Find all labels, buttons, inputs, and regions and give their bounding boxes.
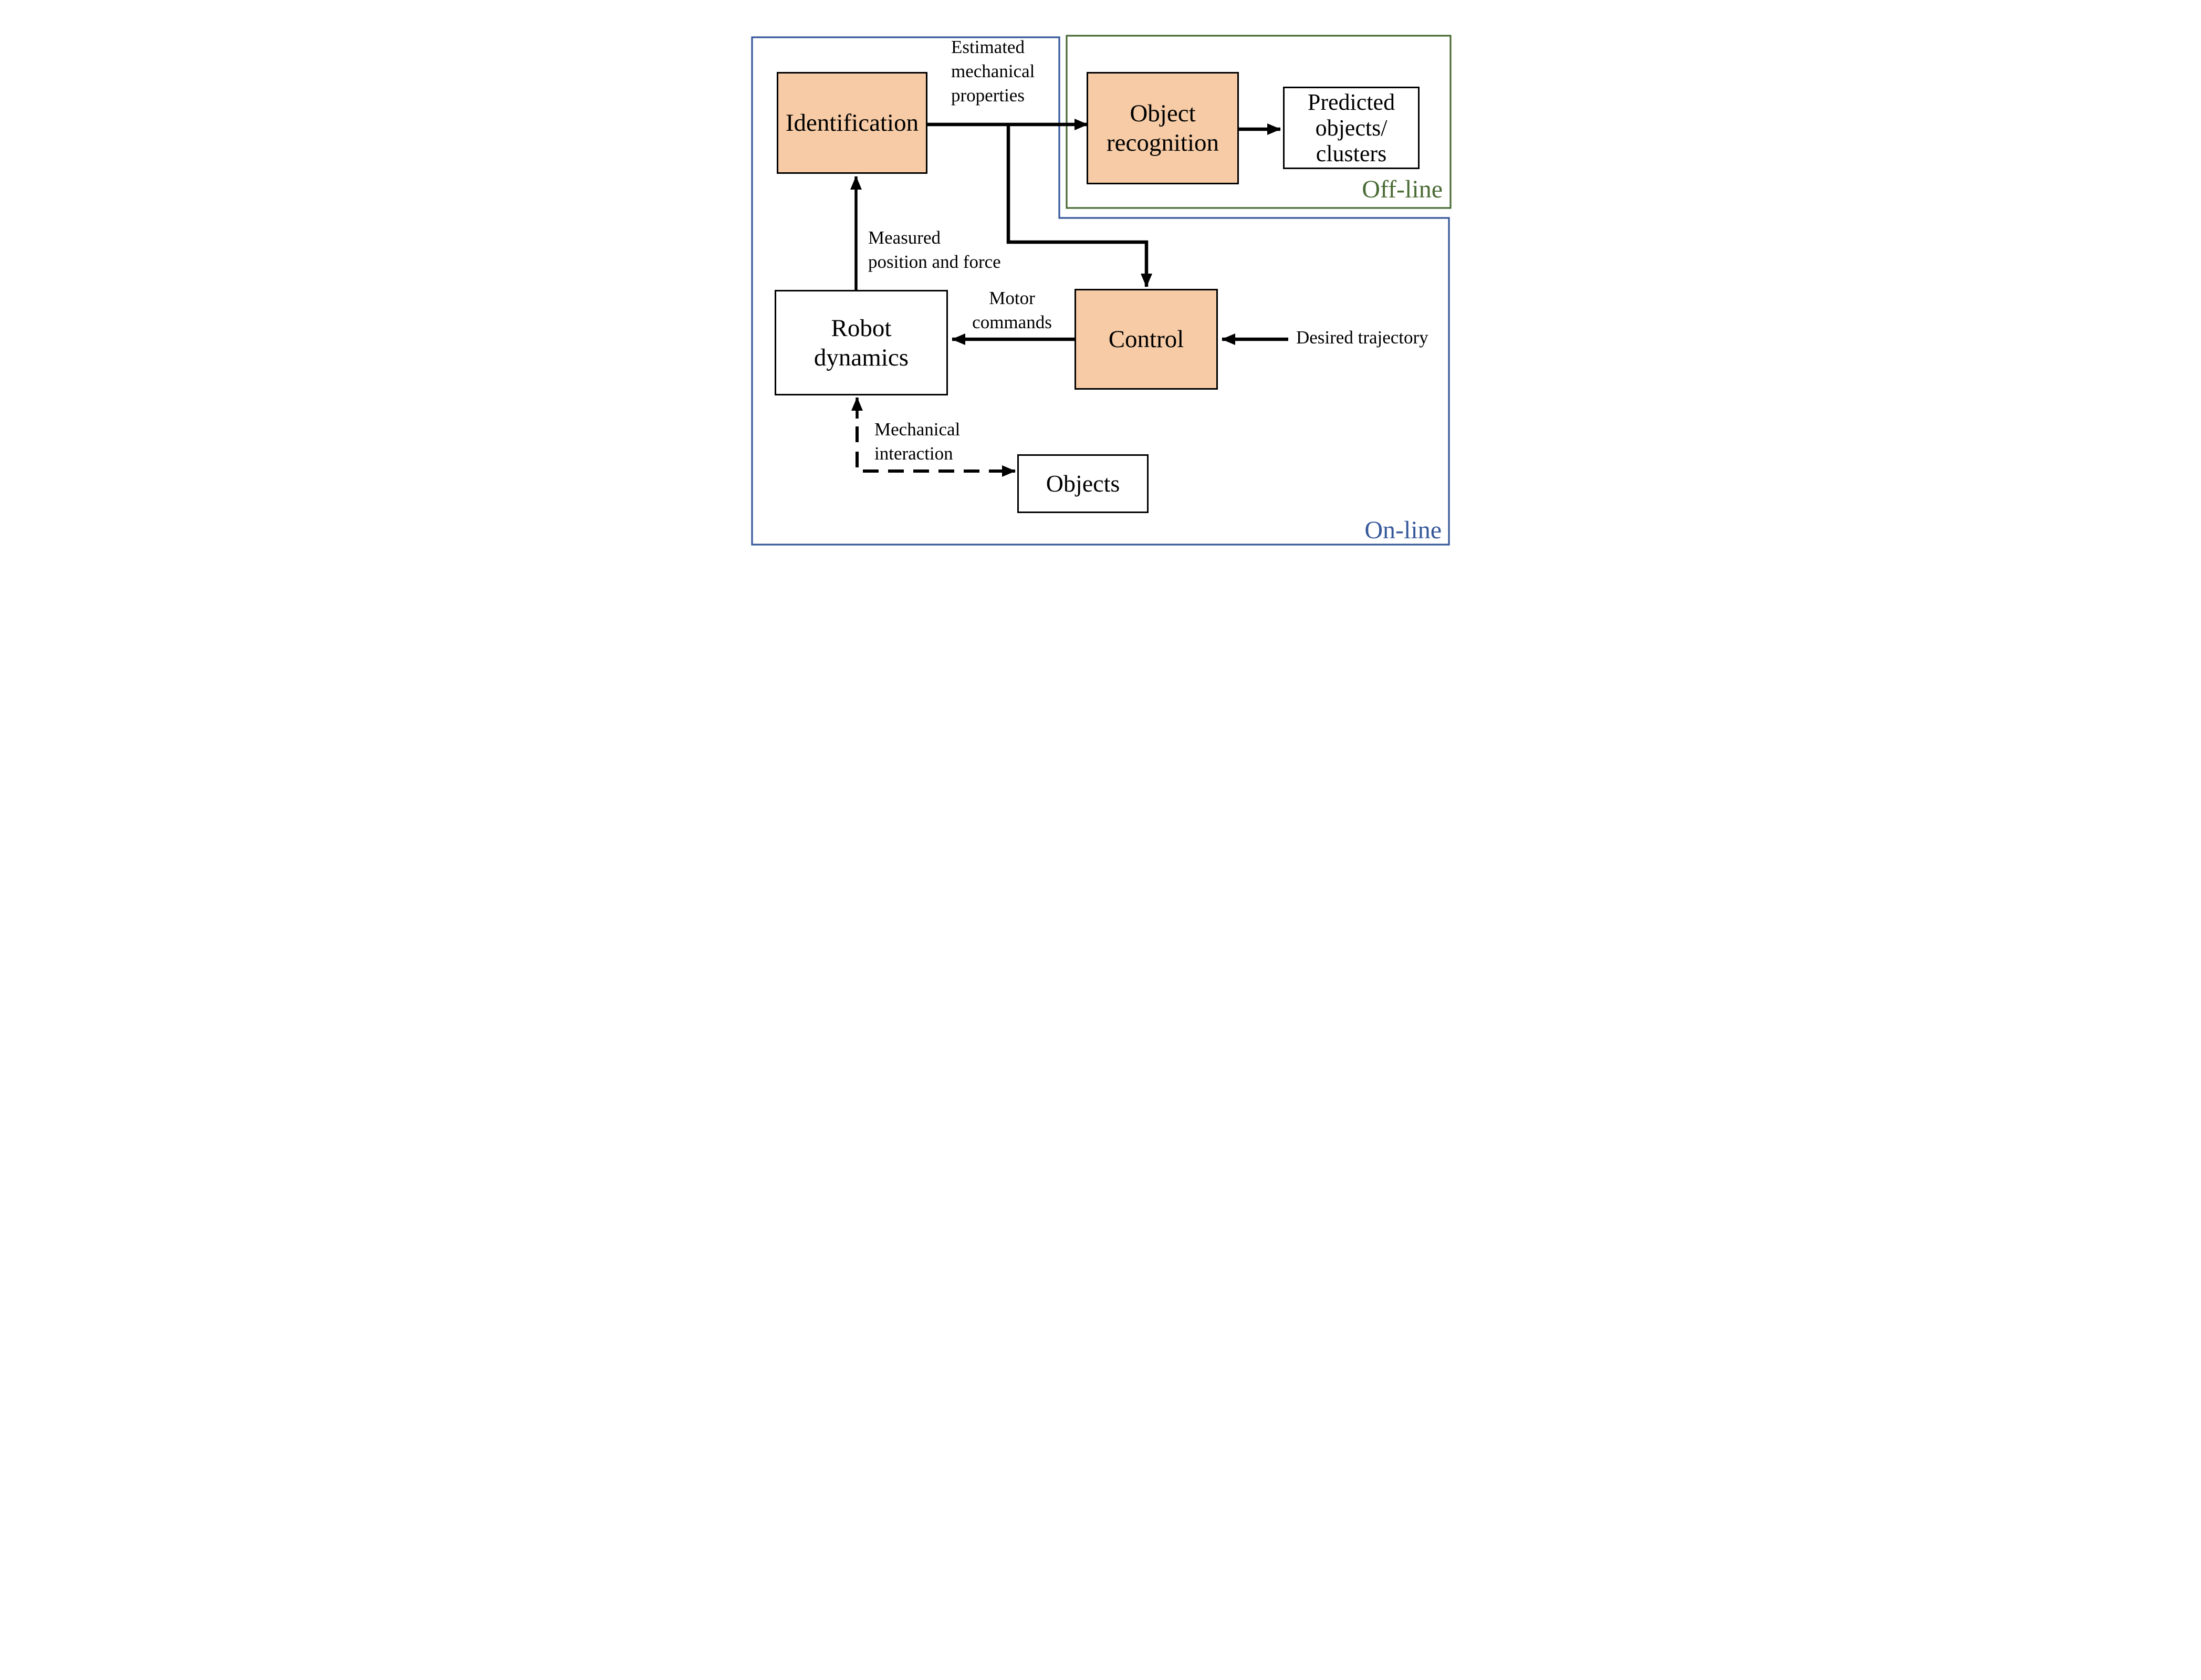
robot-dynamics-box: Robot dynamics (775, 290, 948, 395)
mechanical-interaction-label: Mechanical interaction (874, 419, 961, 464)
object-recognition-label-line1: Object (1130, 100, 1196, 127)
control-label: Control (1108, 326, 1184, 353)
dashed-line-mechanical-interaction (856, 426, 993, 473)
predicted-label-line1: Predicted (1307, 89, 1395, 115)
online-region-border (751, 36, 1450, 546)
robot-dynamics-label-line1: Robot (831, 314, 892, 342)
arrow-estimated-properties-to-control (1006, 126, 1152, 287)
online-region-label: On-line (1364, 516, 1442, 544)
measured-position-force-label: Measured position and force (868, 227, 1001, 272)
offline-region-border (1066, 35, 1452, 209)
diagram-canvas: Identification Object recognition Predic… (734, 0, 1467, 560)
motor-commands-label: Motor commands (972, 288, 1052, 332)
object-recognition-box: Object recognition (1087, 72, 1239, 184)
desired-trajectory-label: Desired trajectory (1296, 327, 1428, 348)
robot-dynamics-label-line2: dynamics (813, 343, 909, 371)
identification-label: Identification (785, 109, 919, 137)
control-box: Control (1075, 289, 1218, 390)
estimated-mechanical-properties-label: Estimated mechanical properties (951, 37, 1035, 106)
predicted-objects-clusters-box: Predicted objects/ clusters (1283, 87, 1420, 169)
predicted-label-line3: clusters (1316, 141, 1387, 166)
identification-box: Identification (777, 72, 927, 174)
object-recognition-label-line2: recognition (1106, 129, 1219, 156)
predicted-label-line2: objects/ (1315, 115, 1388, 141)
diagram-connectors (751, 35, 1452, 546)
objects-label: Objects (1046, 470, 1120, 497)
objects-box: Objects (1017, 454, 1149, 513)
offline-region-label: Off-line (1362, 175, 1443, 203)
